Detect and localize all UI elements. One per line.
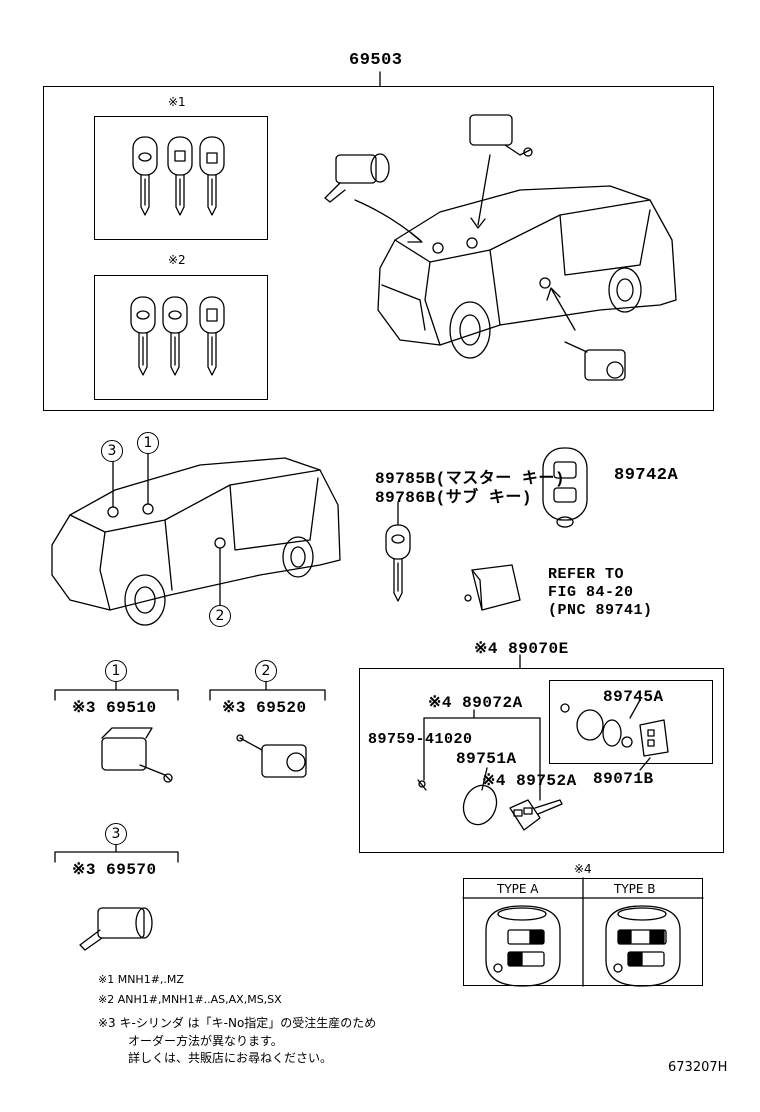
assembly-69503-frame: [43, 86, 714, 411]
section-marker-1: 1: [105, 660, 127, 682]
door-cylinder-top-icon: [469, 114, 533, 157]
refer-line-1: REFER TO: [548, 566, 625, 583]
part-89742a-label: 89742A: [614, 466, 679, 485]
key-set-1-icon: [132, 136, 225, 216]
ignition-cylinder-icon: [324, 153, 390, 203]
part-69520-label: ※3 69520: [222, 699, 307, 717]
battery-parts-icon: [560, 699, 669, 771]
remote-transmitter-icon: [542, 447, 588, 528]
footnote-3-line-2: オーダー方法が異なります。: [128, 1034, 283, 1048]
door-cylinder-69520-icon: [236, 734, 307, 778]
note-mark-1: ※1: [168, 95, 186, 109]
receiver-module-icon: [464, 564, 521, 611]
part-89759-label: 89759-41020: [368, 731, 473, 748]
screw-icon: [417, 779, 427, 791]
part-89072a-label: ※4 89072A: [428, 694, 523, 712]
type-b-fob-icon: [605, 905, 681, 987]
sub-kit-89745a-frame: [549, 680, 713, 764]
part-89071b-label: 89071B: [593, 770, 654, 788]
type-a-fob-icon: [485, 905, 561, 987]
footnote-3-line-1: ※3 キ-シリンダ は「キ-No指定」の受注生産のため: [98, 1016, 377, 1030]
part-89745a-label: 89745A: [603, 688, 664, 706]
section-marker-3: 3: [105, 823, 127, 845]
type-a-label: TYPE A: [497, 882, 539, 896]
part-69570-label: ※3 69570: [72, 861, 157, 879]
figure-code: 673207H: [668, 1060, 728, 1075]
part-89752a-label: ※4 89752A: [482, 772, 577, 790]
part-89785b-label: 89785B(マスター キー): [375, 470, 565, 488]
key-cover-icon: [462, 767, 498, 826]
van-top-illustration: [354, 154, 677, 359]
footnote-2: ※2 ANH1#,MNH1#..AS,AX,MS,SX: [98, 993, 282, 1006]
note-mark-2: ※2: [168, 253, 186, 267]
section-marker-2: 2: [255, 660, 277, 682]
kit-89070e-frame: [359, 668, 724, 853]
type-b-label: TYPE B: [614, 882, 656, 896]
back-door-cylinder-69570-icon: [79, 907, 153, 951]
note-mark-4: ※4: [574, 862, 592, 876]
footnote-1: ※1 MNH1#,.MZ: [98, 973, 184, 986]
van-middle-illustration: [51, 452, 341, 626]
location-marker-2: 2: [209, 605, 231, 627]
transmitter-key-icon: [509, 799, 563, 831]
ignition-cylinder-69510-icon: [101, 727, 173, 783]
part-89070e-label: ※4 89070E: [474, 640, 569, 658]
refer-line-3: (PNC 89741): [548, 602, 653, 619]
key-set-2-frame: [94, 275, 268, 400]
type-comparison-frame: [463, 878, 703, 986]
part-69503-label: 69503: [349, 51, 403, 70]
key-set-1-frame: [94, 116, 268, 240]
part-69510-label: ※3 69510: [72, 699, 157, 717]
location-marker-3: 3: [101, 440, 123, 462]
master-key-icon: [385, 524, 411, 602]
footnote-3-line-3: 詳しくは、共販店にお尋ねください。: [128, 1051, 333, 1065]
key-set-2-icon: [130, 296, 225, 376]
part-89786b-label: 89786B(サブ キー): [375, 489, 532, 507]
refer-line-2: FIG 84-20: [548, 584, 634, 601]
location-marker-1: 1: [137, 432, 159, 454]
door-cylinder-side-icon: [564, 341, 626, 381]
part-89751a-label: 89751A: [456, 750, 517, 768]
